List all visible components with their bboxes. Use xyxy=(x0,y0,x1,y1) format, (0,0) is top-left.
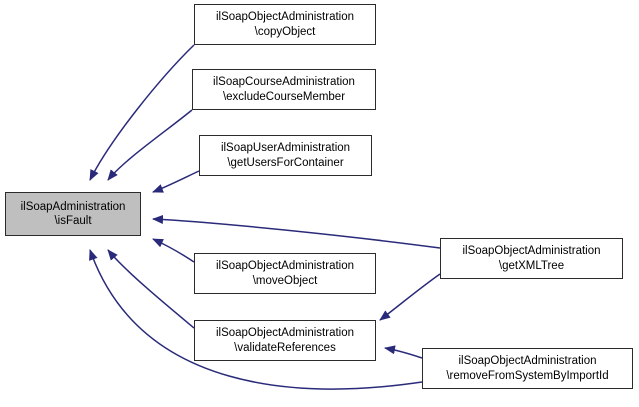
node-label-line2: \isFault xyxy=(54,215,92,227)
edge-removefromsystembyimportid-to-validatereferences xyxy=(384,345,423,359)
node-ilsoapobjectadministration-removefromsystembyimportid[interactable]: ilSoapObjectAdministration \removeFromSy… xyxy=(422,348,633,389)
node-label-line1: ilSoapAdministration xyxy=(20,200,126,213)
node-ilsoapcourseadministration-excludecoursemember[interactable]: ilSoapCourseAdministration \excludeCours… xyxy=(192,69,376,110)
node-ilsoapobjectadministration-moveobject[interactable]: ilSoapObjectAdministration \moveObject xyxy=(194,253,376,294)
node-ilsoapobjectadministration-copyobject[interactable]: ilSoapObjectAdministration \copyObject xyxy=(194,4,376,45)
node-label-line2: \validateReferences xyxy=(234,341,336,354)
node-ilsoapadministration-isfault[interactable]: ilSoapAdministration \isFault xyxy=(5,192,141,236)
edge-getxmltree-to-validatereferences xyxy=(379,273,441,321)
node-label-line2: \getXMLTree xyxy=(498,259,565,272)
edge-getxmltree-to-isfault xyxy=(152,214,441,249)
node-label-line2: \excludeCourseMember xyxy=(222,90,346,103)
node-ilsoapobjectadministration-validatereferences[interactable]: ilSoapObjectAdministration \validateRefe… xyxy=(194,320,376,361)
node-label-line1: ilSoapCourseAdministration xyxy=(213,76,355,89)
node-label-line2: \removeFromSystemByImportId xyxy=(446,369,609,382)
edge-moveobject-to-isfault xyxy=(152,238,195,263)
edge-validatereferences-to-isfault xyxy=(107,249,195,329)
node-label-line2: \copyObject xyxy=(254,25,316,38)
node-label-line1: ilSoapObjectAdministration xyxy=(215,260,355,273)
node-label-line1: ilSoapObjectAdministration xyxy=(458,355,597,368)
node-label-line2: \moveObject xyxy=(252,274,318,287)
node-ilsoapobjectadministration-getxmltree[interactable]: ilSoapObjectAdministration \getXMLTree xyxy=(440,238,623,279)
node-label-line1: ilSoapObjectAdministration xyxy=(215,11,355,24)
node-label-line1: ilSoapUserAdministration xyxy=(220,142,351,155)
node-label-line1: ilSoapObjectAdministration xyxy=(462,245,601,258)
node-label-line2: \getUsersForContainer xyxy=(227,156,344,169)
edge-getusersforcontainer-to-isfault xyxy=(152,170,200,193)
edge-copyobject-to-isfault xyxy=(89,44,195,181)
node-ilsoapuseradministration-getusersforcontainer[interactable]: ilSoapUserAdministration \getUsersForCon… xyxy=(199,135,372,176)
edge-excludecoursemember-to-isfault xyxy=(107,109,193,181)
node-label-line1: ilSoapObjectAdministration xyxy=(215,327,355,340)
